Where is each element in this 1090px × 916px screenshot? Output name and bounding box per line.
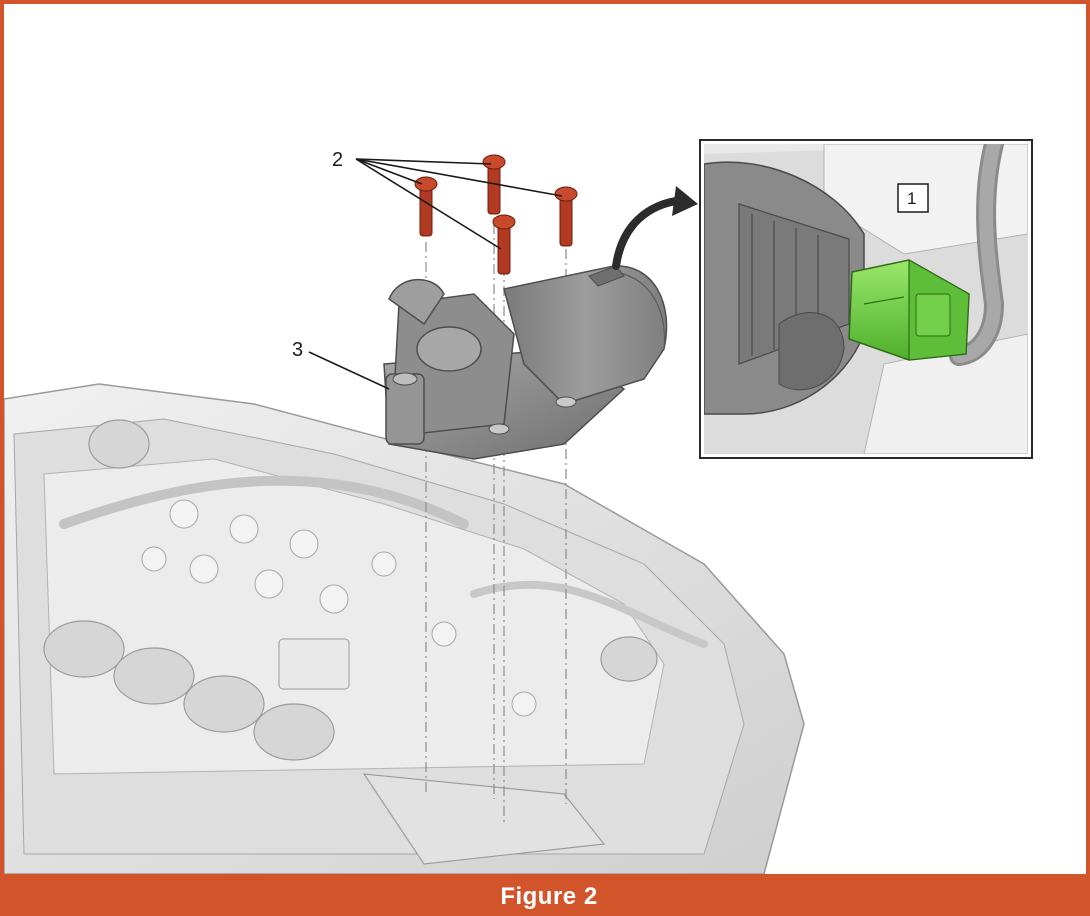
alignment-lines	[425, 184, 567, 824]
caption-bar: Figure 2	[4, 874, 1086, 916]
electric-oil-pump	[383, 265, 668, 460]
bolt-1	[414, 176, 438, 237]
inset-detail: 1	[699, 139, 1033, 459]
callout-pump-unit: 3	[292, 339, 303, 361]
green-connector	[848, 258, 970, 361]
curved-arrow-icon	[612, 186, 698, 270]
callout-bolts: 2	[332, 149, 343, 171]
mounting-bolts	[414, 154, 578, 275]
figure-caption: Figure 2	[500, 883, 598, 910]
callout-connector: 1	[907, 189, 916, 208]
exploded-assembly-illustration: 2 3	[4, 139, 1033, 874]
leader-lines	[308, 158, 914, 390]
bolt-4	[492, 214, 516, 275]
transmission-housing	[4, 383, 805, 874]
bolt-2	[482, 154, 506, 215]
